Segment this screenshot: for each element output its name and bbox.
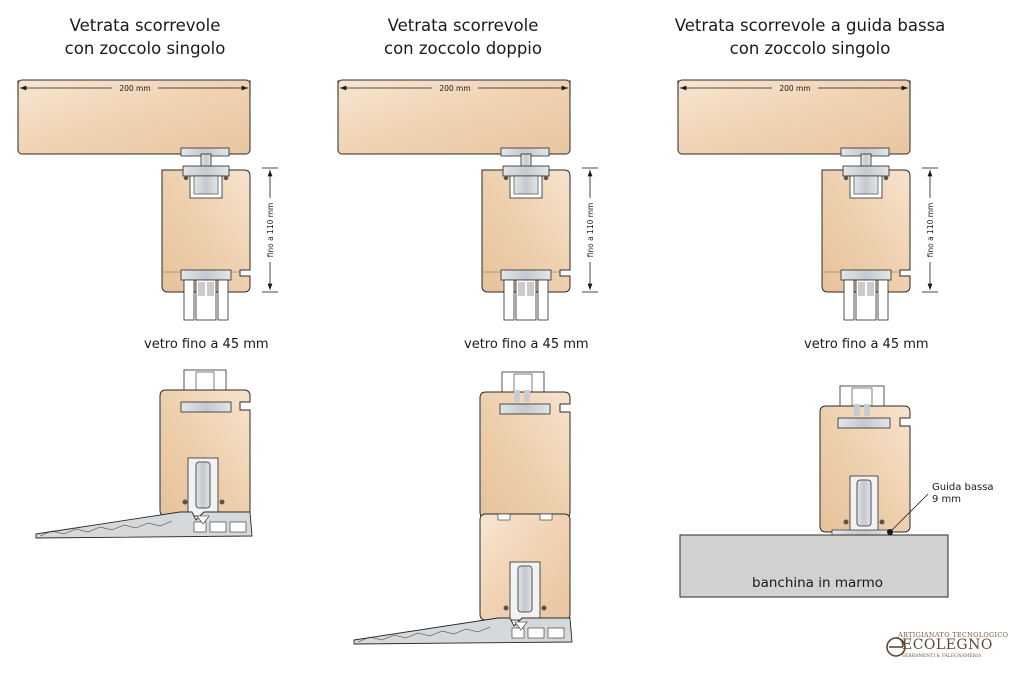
height-label: fino a 110 mm: [266, 203, 275, 258]
height-label: fino a 110 mm: [926, 203, 935, 258]
width-label: 200 mm: [439, 84, 470, 93]
column-1-top-assembly: [17, 79, 251, 321]
ecolegno-logo: ARTIGIANATO TECNOLOGICO ECOLEGNO SERRAME…: [878, 628, 1008, 664]
height-dimension-3: fino a 110 mm: [922, 167, 938, 293]
width-dimension-2: 200 mm: [337, 80, 571, 96]
marble-sill-label: banchina in marmo: [752, 575, 883, 591]
column-3-title: Vetrata scorrevole a guida bassa con zoc…: [674, 16, 946, 58]
width-label: 200 mm: [119, 84, 150, 93]
column-2-bottom-assembly: [353, 371, 573, 645]
logo-subtitle: SERRAMENTI & FALEGNAMERIA: [902, 654, 982, 659]
column-3-top-assembly: [677, 79, 911, 321]
column-2-top-assembly: [337, 79, 571, 321]
height-dimension-1: fino a 110 mm: [262, 167, 278, 293]
column-1-bottom-assembly: [35, 369, 253, 539]
column-3-bottom-assembly: [679, 385, 949, 598]
glass-label-1: vetro fino a 45 mm: [144, 337, 269, 352]
low-guide-label: Guida bassa 9 mm: [932, 482, 994, 505]
width-dimension-1: 200 mm: [17, 80, 251, 96]
width-label: 200 mm: [779, 84, 810, 93]
column-2-title: Vetrata scorrevole con zoccolo doppio: [384, 16, 542, 58]
column-1-title: Vetrata scorrevole con zoccolo singolo: [64, 16, 226, 58]
logo-mark-icon: [886, 637, 906, 657]
logo-wordmark: ECOLEGNO: [902, 637, 993, 653]
height-label: fino a 110 mm: [586, 203, 595, 258]
glass-label-3: vetro fino a 45 mm: [804, 337, 929, 352]
glass-label-2: vetro fino a 45 mm: [464, 337, 589, 352]
width-dimension-3: 200 mm: [677, 80, 911, 96]
height-dimension-2: fino a 110 mm: [582, 167, 598, 293]
logo-tagline: ARTIGIANATO TECNOLOGICO: [898, 631, 1009, 639]
